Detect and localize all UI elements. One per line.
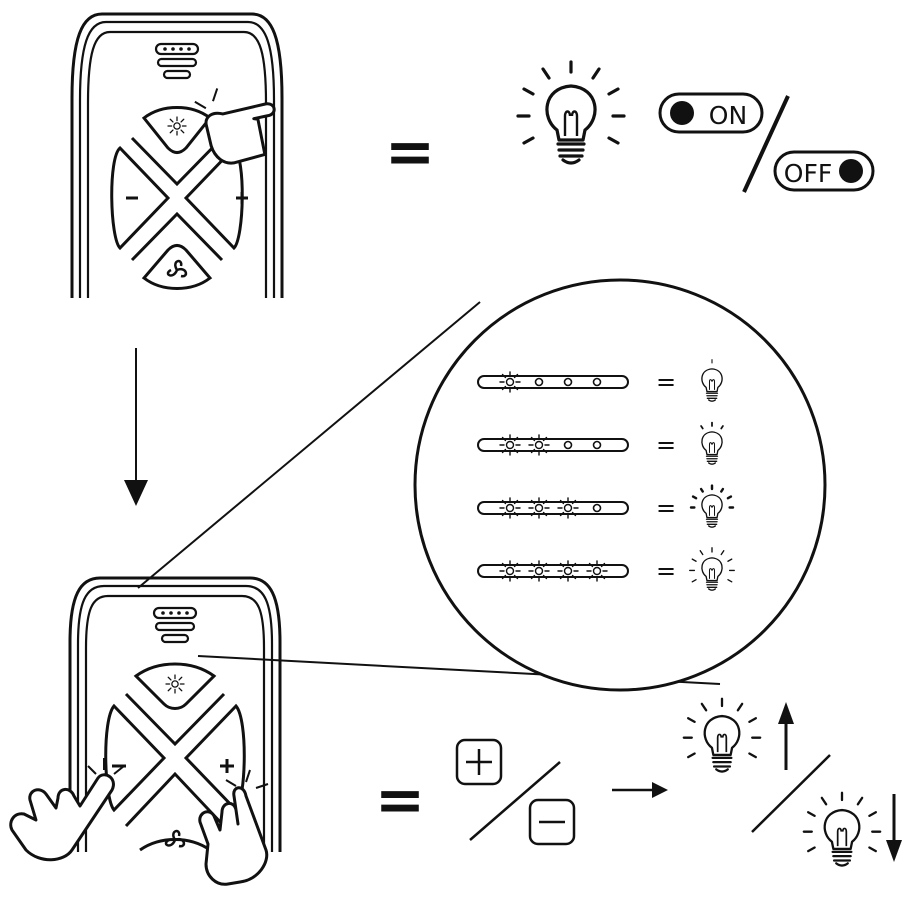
- slash-divider: [742, 95, 790, 193]
- zoom-circle: [413, 278, 827, 692]
- left-pressing-hand-icon: [9, 758, 125, 862]
- light-icon: [167, 116, 187, 136]
- off-label: OFF: [784, 159, 832, 188]
- equals-sign-top: =: [385, 117, 435, 187]
- remote-control-bottom: [68, 576, 282, 852]
- off-switch: OFF: [773, 150, 875, 192]
- minus-button-icon: [528, 798, 576, 846]
- led-off-dot: [534, 377, 544, 387]
- arrow-down-flow: [124, 348, 148, 506]
- led-bar: [477, 564, 629, 578]
- equals-sign-bottom: =: [375, 765, 425, 835]
- level-equals: =: [656, 368, 676, 396]
- slash-divider-3: [751, 754, 831, 833]
- bulb-dimmer-icon: [802, 791, 882, 867]
- light-bulb-level-icon: [700, 421, 724, 465]
- light-bulb-level-icon: [689, 484, 735, 528]
- led-off-dot: [592, 377, 602, 387]
- brightness-levels: = = = =: [477, 359, 735, 591]
- plus-icon: [236, 192, 248, 204]
- bulb-brighter-icon: [682, 697, 762, 773]
- brightness-level-row: =: [477, 421, 724, 465]
- led-lit-icon: [586, 560, 608, 582]
- led-bar: [477, 501, 629, 515]
- led-lit-icon: [499, 434, 521, 456]
- on-label: ON: [709, 101, 747, 130]
- led-lit-icon: [557, 497, 579, 519]
- led-lit-icon: [557, 560, 579, 582]
- led-lit-icon: [528, 434, 550, 456]
- plus-button-icon: [455, 738, 503, 786]
- brightness-level-row: =: [477, 359, 723, 402]
- led-off-dot: [592, 440, 602, 450]
- right-pressing-hand-icon: [198, 769, 269, 886]
- light-bulb-icon: [516, 60, 626, 165]
- level-equals: =: [656, 557, 676, 585]
- level-equals: =: [656, 494, 676, 522]
- led-bar: [477, 438, 629, 452]
- led-off-dot: [592, 503, 602, 513]
- remote-control-top: [70, 12, 284, 300]
- arrow-down-icon: [886, 794, 902, 862]
- arrow-up-icon: [778, 702, 794, 770]
- level-equals: =: [656, 431, 676, 459]
- led-lit-icon: [528, 560, 550, 582]
- brightness-level-row: =: [477, 547, 735, 591]
- led-lit-icon: [499, 371, 521, 393]
- fan-icon: [166, 259, 188, 278]
- led-lit-icon: [499, 497, 521, 519]
- light-bulb-level-icon: [701, 359, 723, 402]
- pointing-hand-icon: [194, 88, 276, 165]
- on-switch: ON: [658, 92, 764, 134]
- slash-divider-2: [469, 761, 561, 841]
- led-bar: [477, 375, 629, 389]
- led-off-dot: [563, 377, 573, 387]
- arrow-right-icon: [612, 782, 668, 798]
- led-off-dot: [563, 440, 573, 450]
- brightness-level-row: =: [477, 484, 735, 528]
- led-lit-icon: [499, 560, 521, 582]
- led-lit-icon: [528, 497, 550, 519]
